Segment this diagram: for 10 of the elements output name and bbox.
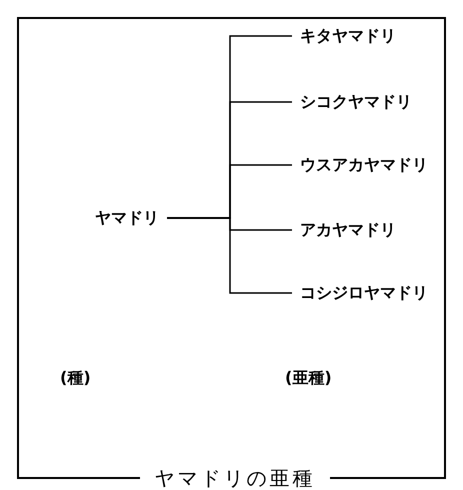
- title: ヤマドリの亜種: [154, 466, 316, 490]
- species-name: ウスアカヤマドリ: [300, 155, 428, 175]
- rank-label: (種): [60, 368, 91, 388]
- species-name: シコクヤマドリ: [300, 92, 412, 112]
- rank-label: (亜種): [285, 368, 332, 388]
- species-name: キタヤマドリ: [300, 26, 396, 46]
- species-name: アカヤマドリ: [300, 220, 396, 240]
- tree-line: [167, 217, 292, 294]
- species-name: コシジロヤマドリ: [300, 283, 428, 303]
- species-name: ヤマドリ: [95, 208, 159, 228]
